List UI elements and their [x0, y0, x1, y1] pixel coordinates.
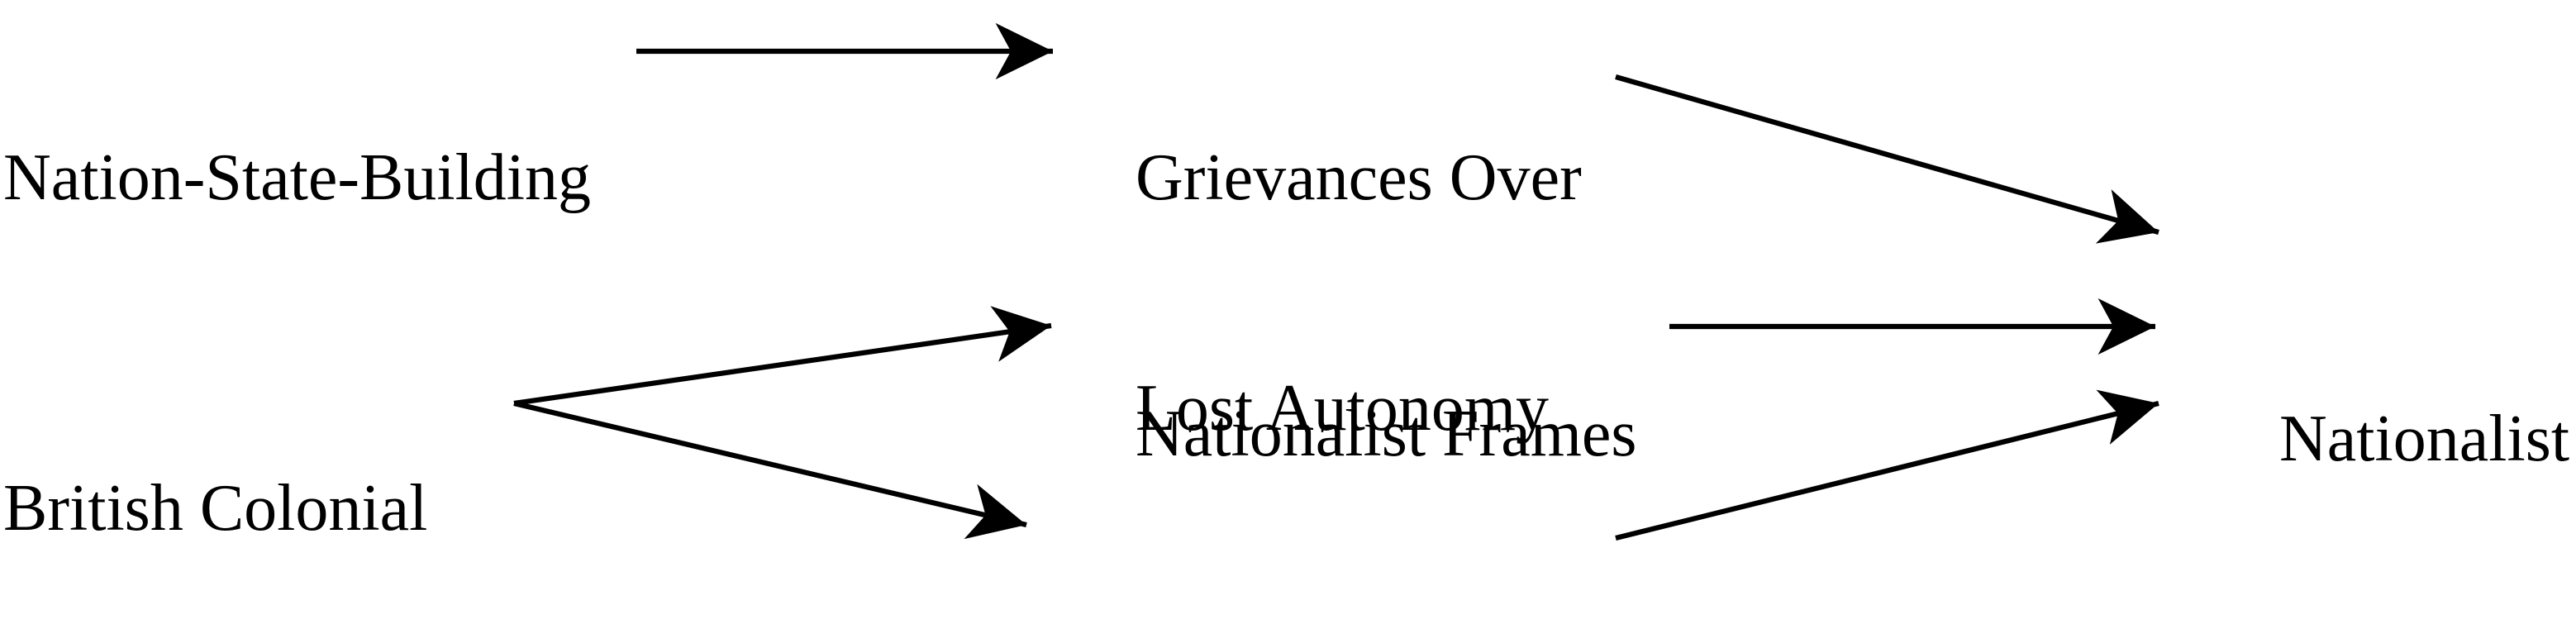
node-line: Nation-State-Building	[3, 141, 592, 214]
edge-bcp-to-frames	[513, 306, 1052, 407]
node-line: Grievances Over	[1136, 141, 1582, 214]
node-british-colonial-pluralism: British Colonial Pluralism	[3, 317, 427, 629]
node-mobilizational-resources: Mobilizational Resources	[1136, 474, 1525, 629]
node-nation-state-building: Nation-State-Building	[3, 0, 591, 370]
edge-mobilizational-to-civilwar	[1615, 389, 2159, 541]
node-grievances-over-lost-autonomy: Grievances Over Lost Autonomy	[1136, 0, 1582, 601]
node-line: British Colonial	[3, 472, 428, 545]
edge-grievances-to-civilwar	[1615, 74, 2159, 244]
node-line: Lost Autonomy	[1136, 372, 1550, 445]
node-line: Nationalist	[2279, 403, 2570, 475]
node-nationalist-civil-war: Nationalist Civil War	[2279, 247, 2569, 629]
node-line: Nationalist Frames	[1136, 398, 1637, 470]
edge-bcp-to-mobilizational	[513, 400, 1027, 540]
